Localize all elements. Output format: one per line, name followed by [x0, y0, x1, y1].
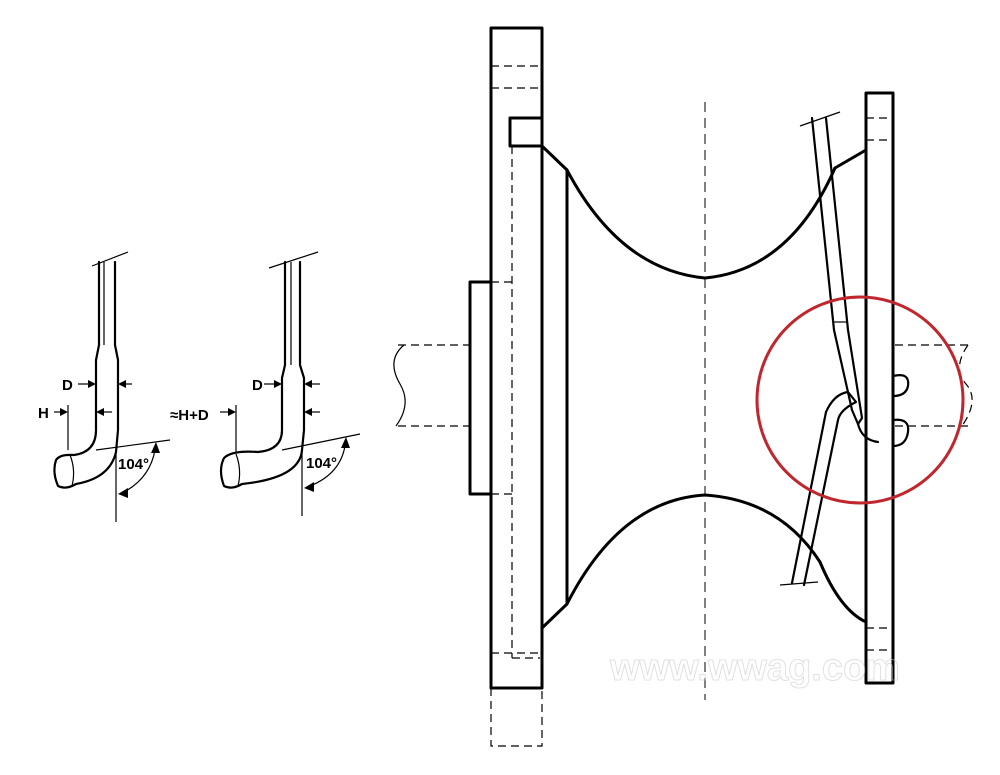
spoke-outer [810, 116, 864, 426]
hub-right-bottom-edge [818, 560, 868, 624]
spoke-outer-break [799, 111, 841, 127]
axle-break-left [393, 344, 406, 427]
spoke-inner-break [779, 581, 819, 586]
left-locknut [468, 280, 493, 496]
spoke-bend [856, 422, 880, 444]
angle-arc-left [123, 449, 156, 493]
hub-right-top-edge [833, 148, 868, 170]
spoke-head-lower [891, 418, 910, 448]
hub-bottom-curve [565, 493, 822, 606]
angle-ref-line-left [95, 439, 171, 451]
label-angle-left: 104° [118, 456, 149, 473]
spoke-detail-left: D H 104° [38, 251, 171, 522]
axle-right-dashed [895, 344, 970, 427]
right-flange [864, 91, 895, 685]
spoke-head-line-middle [235, 453, 241, 487]
label-angle-middle: 104° [306, 455, 337, 472]
left-inner-dashed [511, 146, 540, 659]
angle-ref-line-middle [281, 433, 361, 451]
left-flange [489, 26, 544, 690]
highlight-circle [755, 295, 965, 505]
spoke-detail-middle: D ≈H+D 104° [170, 251, 361, 516]
hub-cross-section [393, 26, 973, 747]
left-locknut-dashed [491, 281, 512, 495]
watermark: www.wwag.com [609, 647, 901, 690]
axle-left-dashed [398, 344, 470, 427]
spoke-inner [790, 390, 858, 587]
break-mark-middle [268, 251, 319, 269]
break-mark-left [91, 251, 129, 267]
spoke-shape-middle [219, 260, 306, 489]
watermark-text: www.wwag.com [609, 647, 900, 689]
label-d-left: D [62, 377, 73, 394]
angle-arc-middle [309, 445, 346, 487]
spoke-head-upper [891, 374, 910, 398]
right-flange-holes [866, 117, 893, 651]
spoke-head-line-left [69, 454, 75, 487]
spoke-shape-left [53, 260, 120, 489]
left-step-top [508, 116, 544, 148]
label-d-middle: D [252, 377, 263, 394]
hub-top-curve [565, 166, 837, 280]
left-flange-holes [490, 65, 543, 747]
hub-left-edge [540, 144, 569, 630]
label-hd-middle: ≈H+D [170, 407, 209, 424]
axle-break-right [958, 344, 973, 427]
label-h-left: H [38, 405, 49, 422]
